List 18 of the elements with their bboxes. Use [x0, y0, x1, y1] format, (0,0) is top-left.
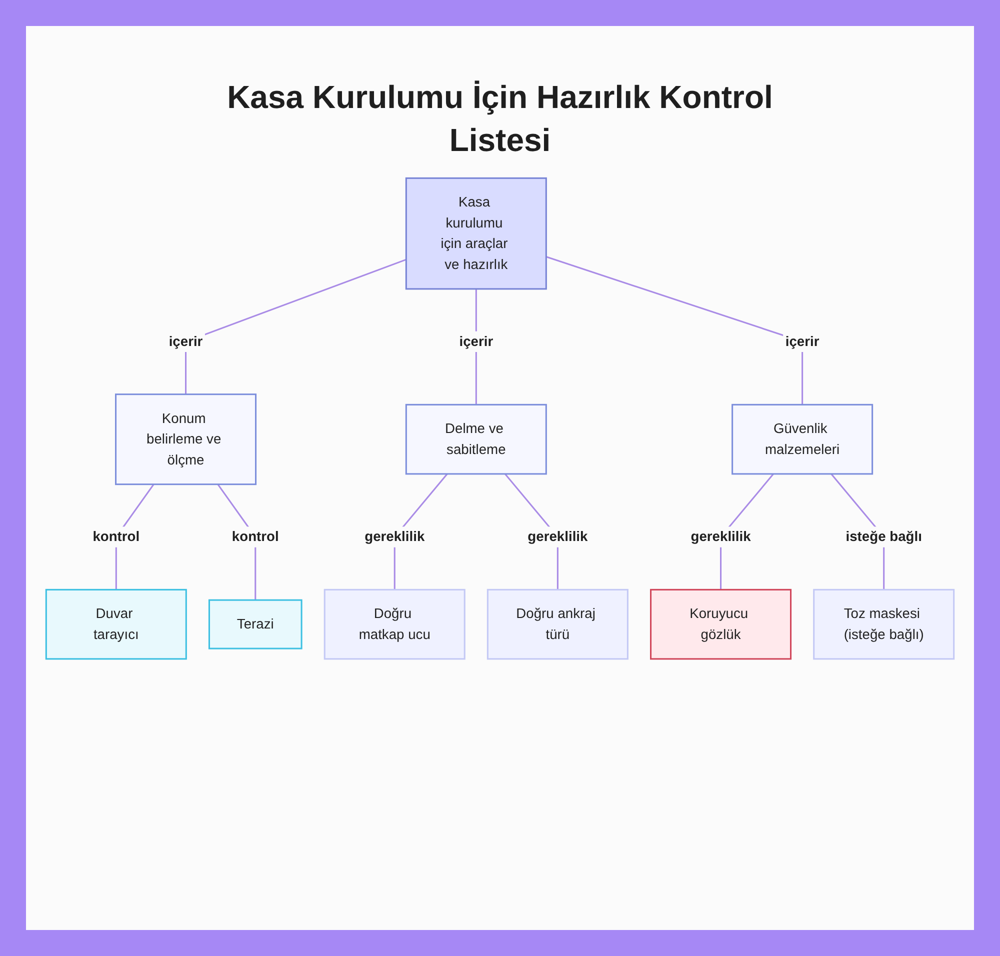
connector-line — [546, 256, 804, 406]
process-box: Doğru ankraj türü — [486, 589, 628, 660]
process-box: Doğru matkap ucu — [324, 589, 466, 660]
diagram-title: Kasa Kurulumu İçin Hazırlık Kontrol Listesi — [226, 78, 774, 160]
process-box: Toz maskesi (isteğe bağlı) — [813, 589, 955, 660]
edge-label: gereklilik — [525, 526, 590, 548]
connector-line — [185, 259, 406, 395]
edge-label: gereklilik — [362, 526, 427, 548]
process-box: Delme ve sabitleme — [405, 404, 547, 476]
edge-label: içerir — [166, 332, 206, 352]
edge-label: gereklilik — [688, 526, 754, 548]
edge-label: içerir — [783, 332, 822, 352]
process-box: Güvenlik malzemeleri — [732, 404, 874, 476]
process-box: Duvar tarayıcı — [45, 589, 187, 660]
process-box: Konum belirleme ve ölçme — [115, 394, 257, 486]
process-box: Kasa kurulumu için araçlar ve hazırlık — [405, 178, 547, 290]
process-box: Terazi — [208, 600, 302, 650]
process-box: Koruyucu gözlük — [650, 589, 792, 660]
